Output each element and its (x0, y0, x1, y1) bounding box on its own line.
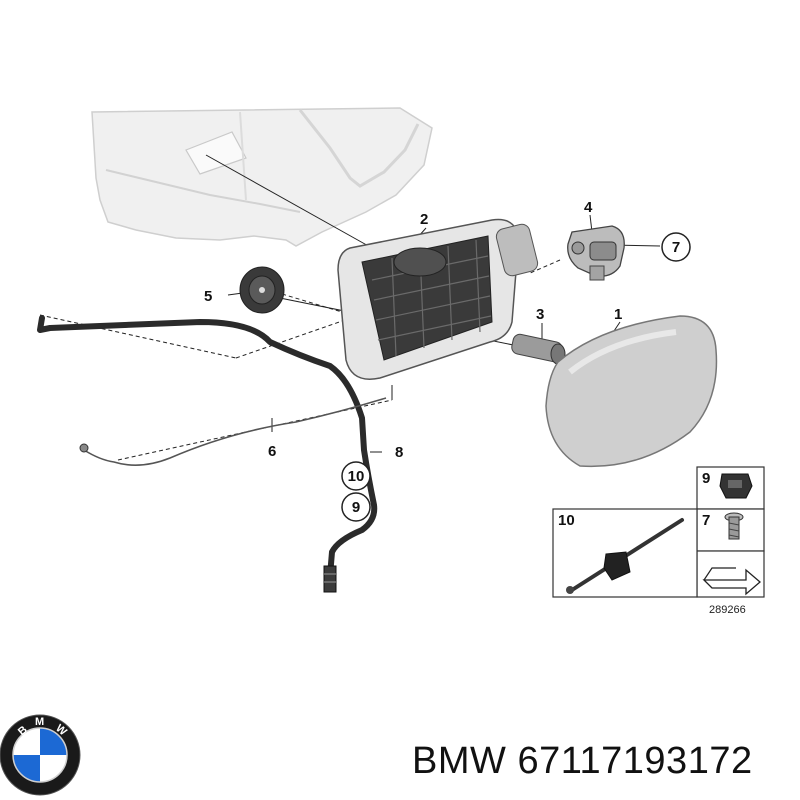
callout-5: 5 (204, 288, 212, 305)
legend-box-arrow (696, 550, 765, 598)
legend-10: 10 (558, 512, 575, 529)
callouts: 1 2 3 4 5 6 8 7 10 9 (204, 199, 691, 522)
part-caption: BMW 67117193172 (412, 740, 753, 783)
fuel-filler-housing (337, 218, 539, 380)
legend-9: 9 (702, 470, 710, 487)
legend-panel: 9 7 10 289266 (552, 466, 765, 616)
drain-hose (37, 315, 378, 593)
legend-7: 7 (702, 512, 710, 529)
part-number: 67117193172 (517, 740, 753, 782)
diagram-number: 289266 (709, 604, 746, 616)
brand-name: BMW (412, 740, 507, 782)
fuel-flap (545, 315, 718, 468)
callout-2: 2 (420, 211, 428, 228)
callout-9: 9 (352, 499, 360, 516)
callout-8: 8 (395, 444, 403, 461)
release-cable (79, 397, 387, 466)
svg-text:M: M (35, 716, 44, 728)
callout-10: 10 (348, 468, 365, 485)
callout-7-circle (661, 232, 691, 262)
callout-6: 6 (268, 443, 276, 460)
cable-tie-10-icon (566, 518, 684, 594)
grommet (239, 266, 285, 314)
callout-10-circle (341, 461, 371, 491)
callout-4: 4 (584, 199, 593, 216)
callout-7: 7 (672, 239, 680, 256)
clip-9-icon (719, 473, 753, 499)
actuator-unit (567, 225, 625, 281)
bmw-logo: B M W (0, 714, 81, 796)
body-side-panel (91, 107, 433, 247)
callout-9-circle (341, 492, 371, 522)
plunger-pin (511, 333, 566, 365)
callout-1: 1 (614, 306, 622, 323)
arrow-indicator-icon (702, 567, 761, 596)
callout-3: 3 (536, 306, 544, 323)
screw-7-icon (724, 512, 744, 540)
